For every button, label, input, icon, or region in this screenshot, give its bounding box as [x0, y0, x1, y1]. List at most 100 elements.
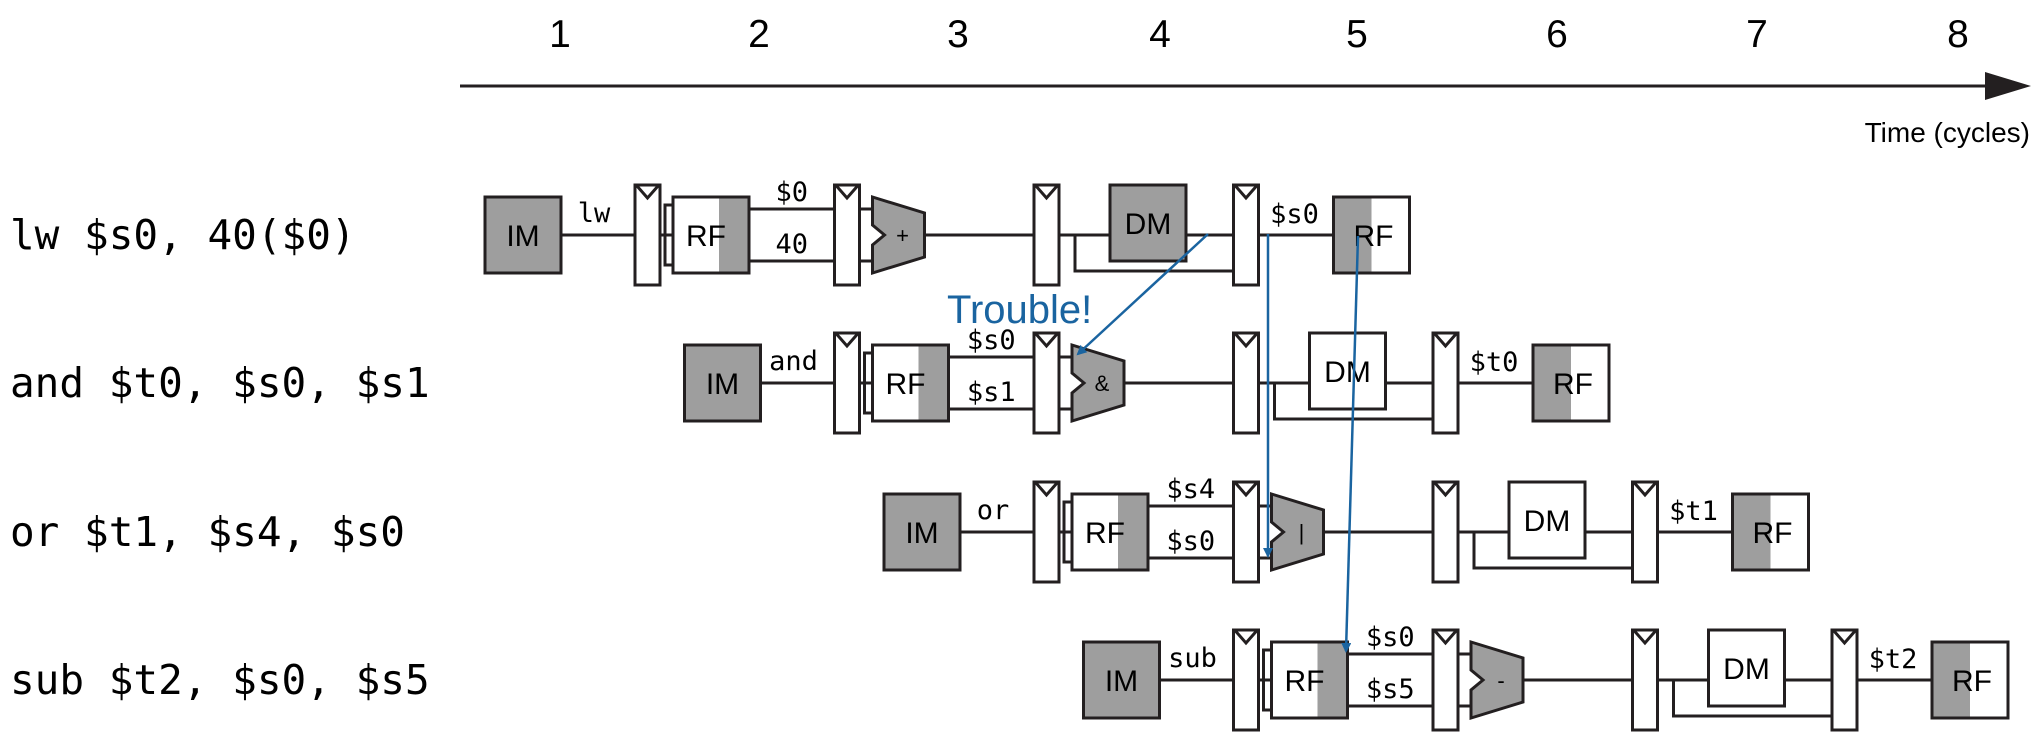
clock-notch [1433, 333, 1458, 349]
alu [1070, 342, 1126, 424]
pipeline-register [1431, 480, 1460, 584]
clock-notch [1234, 185, 1258, 201]
instruction-text: lw $s0, 40($0) [10, 211, 356, 259]
rf-read-1-label: $0 [775, 177, 808, 208]
memory-bypass-wire [1073, 235, 1234, 273]
register-file [1270, 640, 1349, 720]
data-memory [1308, 331, 1387, 411]
writeback-label: $t2 [1869, 644, 1918, 675]
register-file-write-half [1317, 642, 1348, 718]
register-file-writeback-label: RF [1753, 517, 1793, 550]
trouble-label: Trouble! [947, 288, 1092, 332]
pipeline-register [1032, 331, 1061, 435]
clock-notch [1433, 482, 1458, 498]
alu-operation: + [896, 223, 909, 248]
clock-notch [1034, 185, 1059, 201]
pipeline-register-mem-wb [1631, 480, 1659, 584]
data-memory-label: DM [1125, 208, 1172, 241]
cycle-number: 5 [1346, 13, 1368, 56]
instruction-text: and $t0, $s0, $s1 [10, 359, 430, 407]
pipeline-register-id-ex [1431, 628, 1460, 732]
rf-write-bracket [863, 351, 873, 415]
hazard-arrow-and [1076, 233, 1209, 356]
rf-read-2-label: $s5 [1366, 674, 1415, 705]
clock-notch [1633, 482, 1657, 498]
alu-operation: | [1299, 520, 1305, 545]
clock-notch [1034, 482, 1059, 498]
pipeline-register-ex-mem [1431, 480, 1460, 584]
pipeline-register-mem-wb [1431, 331, 1460, 435]
pipeline-register [1431, 331, 1460, 435]
rf-read-1-label: $s0 [967, 325, 1016, 356]
hazard-arrow-sub [1341, 235, 1360, 653]
instruction-text: sub $t2, $s0, $s5 [10, 656, 430, 704]
data-memory-label: DM [1723, 653, 1770, 686]
clock-notch [1234, 333, 1258, 349]
instruction-memory-label: IM [506, 220, 539, 253]
pipeline-register [1232, 628, 1260, 732]
pipeline-register-id-ex [1032, 331, 1061, 435]
pipeline-register-mem-wb [1830, 628, 1859, 732]
register-file-writeback [1731, 492, 1810, 572]
alu [1270, 491, 1325, 573]
pipeline-register [1830, 628, 1859, 732]
clock-notch [1832, 630, 1857, 646]
register-file-writeback-half [1932, 642, 1970, 718]
pipeline-register-ex-mem [1232, 331, 1260, 435]
data-memory-label: DM [1524, 505, 1571, 538]
rf-write-bracket [1062, 500, 1072, 564]
alu-operation: & [1095, 371, 1110, 396]
pipeline-register-id-ex [1232, 480, 1260, 584]
register-file-writeback-half [1732, 494, 1771, 570]
fetched-instruction-label: or [977, 495, 1010, 526]
register-file-label: RF [686, 220, 726, 253]
writeback-label: $t1 [1669, 496, 1718, 527]
pipeline-register-mem-wb [1232, 183, 1260, 287]
memory-bypass-wire [1472, 532, 1633, 570]
data-memory [1108, 183, 1188, 263]
memory-bypass-wire [1273, 383, 1433, 421]
rf-read-1-label: $s4 [1166, 474, 1215, 505]
register-file-write-half [719, 197, 749, 273]
register-file-writeback [1332, 195, 1411, 275]
rf-write-bracket [1262, 648, 1272, 712]
data-memory [1507, 480, 1587, 560]
register-file [1070, 492, 1150, 572]
register-file-label: RF [886, 368, 926, 401]
instruction-memory [882, 492, 962, 572]
pipeline-register-if-id [833, 331, 861, 435]
register-file-writeback-half [1333, 197, 1372, 273]
clock-notch [1034, 333, 1059, 349]
cycle-number: 7 [1746, 13, 1768, 56]
register-file-label: RF [1085, 517, 1125, 550]
register-file [871, 343, 950, 423]
data-memory [1707, 628, 1786, 708]
register-file-write-half [1118, 494, 1148, 570]
data-memory-label: DM [1324, 356, 1371, 389]
pipeline-register [833, 183, 861, 287]
register-file-writeback [1531, 343, 1611, 423]
pipeline-rows: IMlwRF$040+DM$s0RFIMandRF$s0$s1&DM$t0RFI… [483, 177, 2010, 732]
clock-notch [1433, 630, 1458, 646]
register-file-writeback-half [1533, 345, 1571, 421]
pipeline-register-ex-mem [1631, 628, 1659, 732]
clock-notch [1234, 482, 1258, 498]
rf-read-2-label: $s0 [1166, 526, 1215, 557]
fetched-instruction-label: sub [1168, 643, 1217, 674]
register-file-writeback [1930, 640, 2010, 720]
memory-bypass-wire [1672, 680, 1832, 718]
time-axis-arrowhead [1985, 72, 2031, 100]
register-file-writeback-label: RF [1952, 665, 1992, 698]
instruction-memory-label: IM [706, 368, 739, 401]
writeback-label: $t0 [1470, 347, 1519, 378]
pipeline-register [1431, 628, 1460, 732]
cycle-number: 2 [748, 13, 770, 56]
instruction-memory [1082, 640, 1161, 720]
pipeline-register-if-id [1032, 480, 1061, 584]
fetched-instruction-label: and [769, 346, 818, 377]
